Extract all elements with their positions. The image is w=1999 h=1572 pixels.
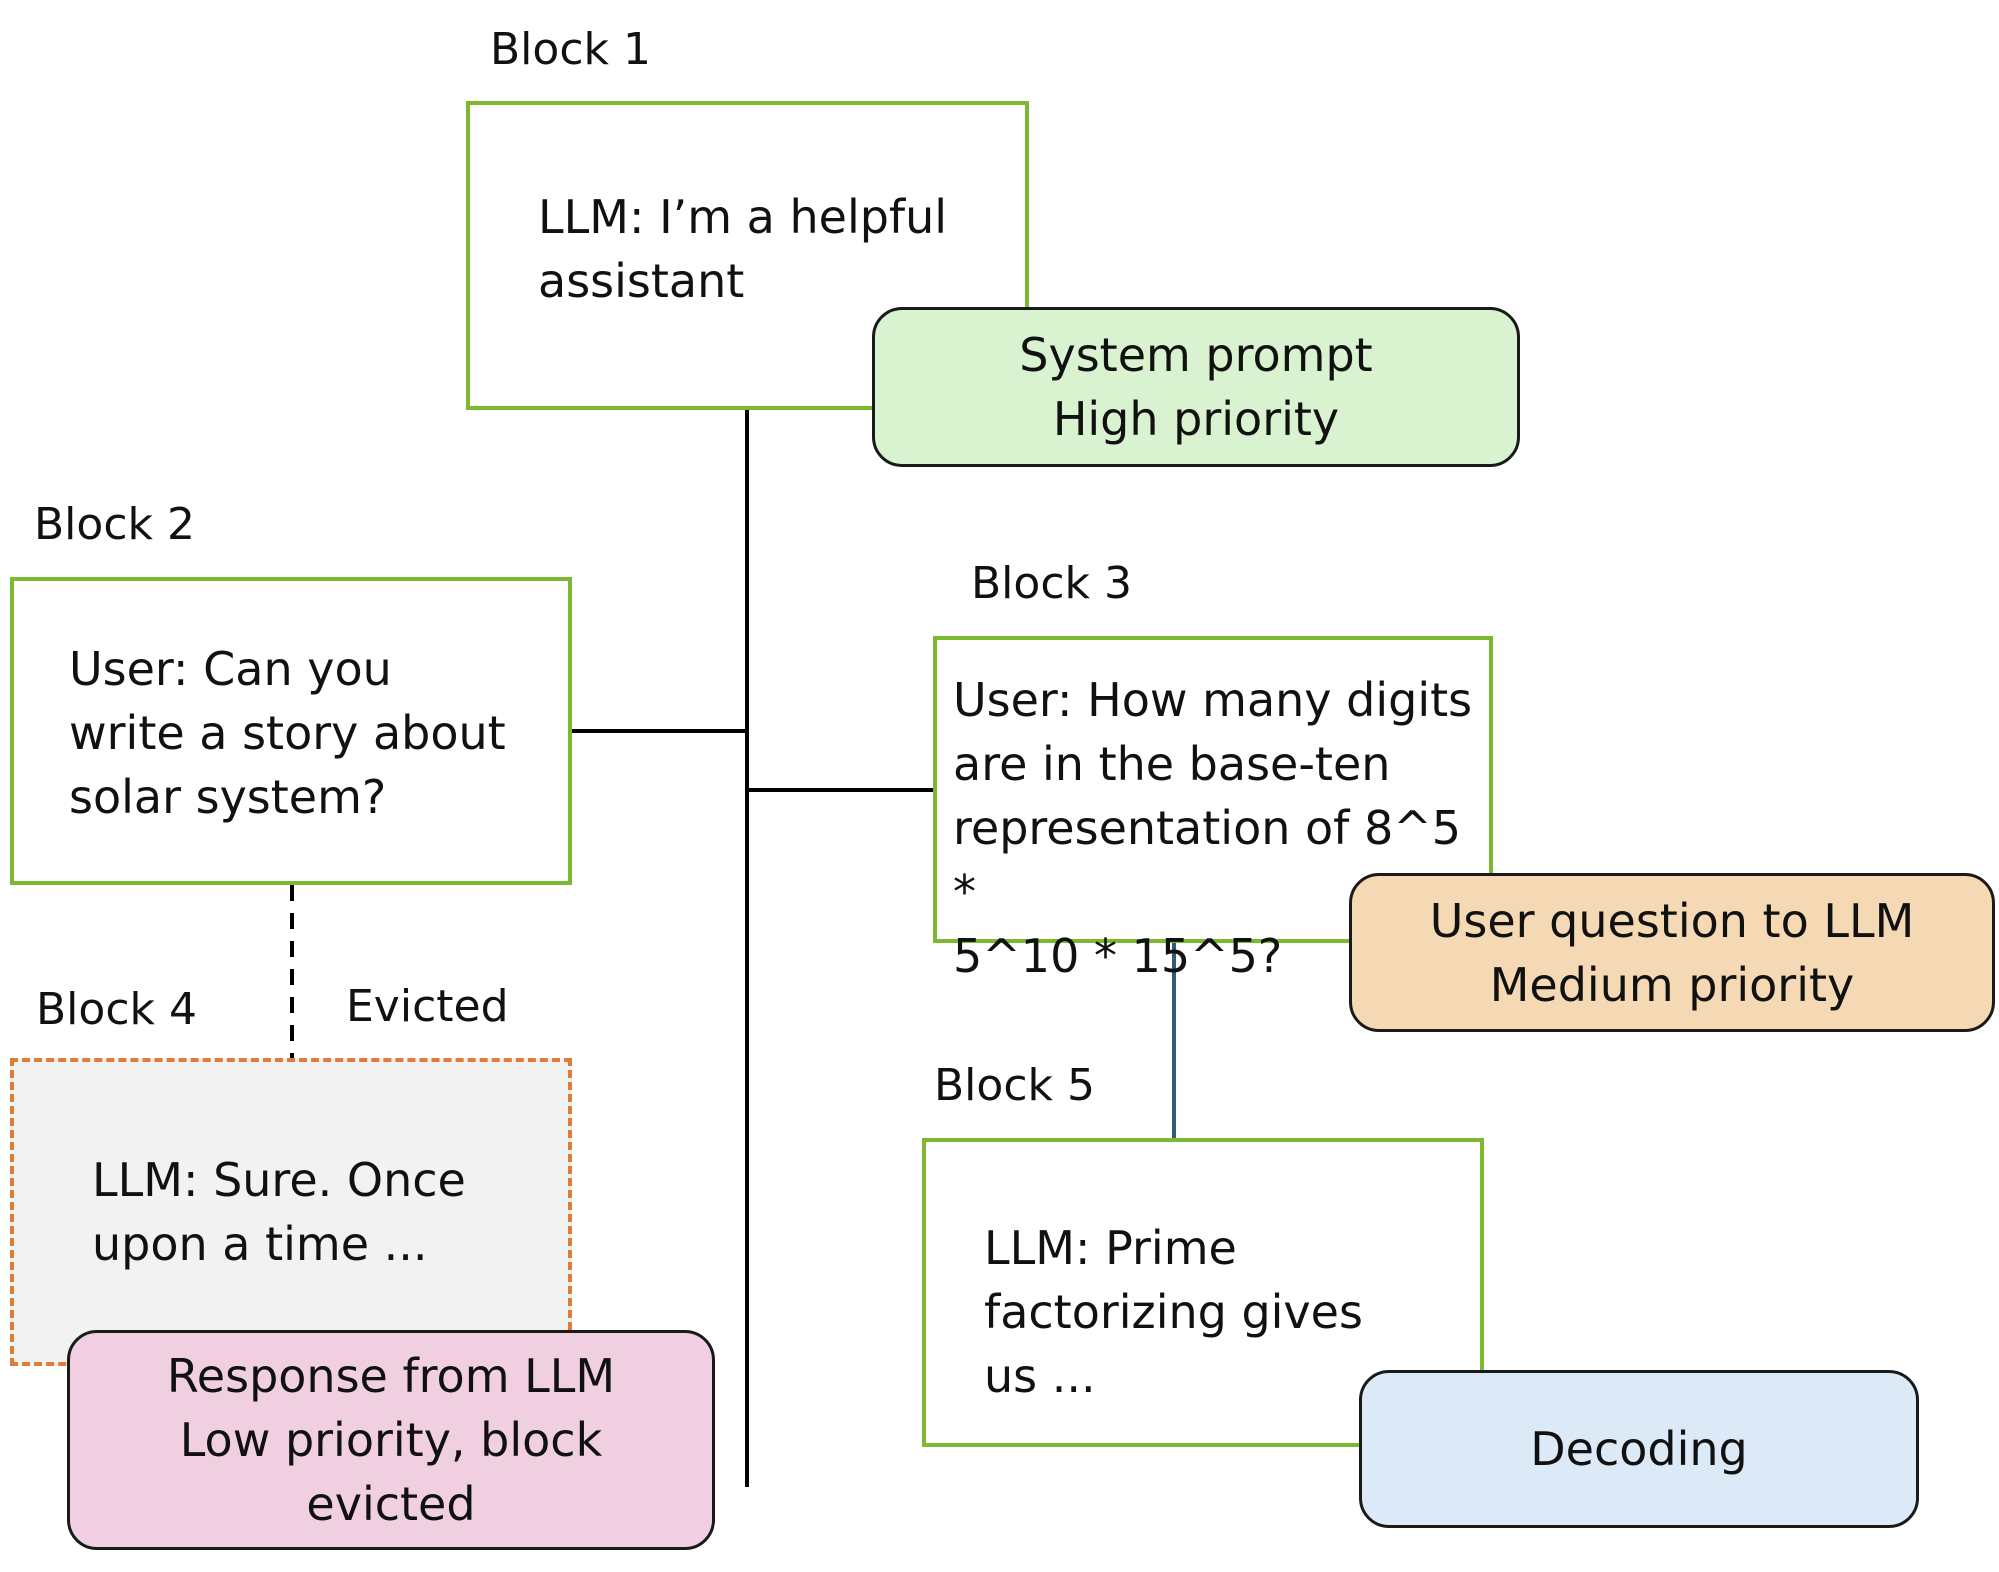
block-4-label: Block 4 (36, 984, 197, 1035)
block-4-text: LLM: Sure. Once upon a time ... (92, 1153, 466, 1271)
block-3-label: Block 3 (971, 558, 1132, 609)
block-2: User: Can you write a story about solar … (10, 577, 572, 885)
system-prompt-tag: System prompt High priority (872, 307, 1520, 467)
block-5-text: LLM: Prime factorizing gives us ... (984, 1221, 1363, 1403)
block-1-text: LLM: I’m a helpful assistant (538, 190, 948, 308)
user-question-tag-text: User question to LLM Medium priority (1429, 893, 1915, 1012)
decoding-tag: Decoding (1359, 1370, 1919, 1528)
decoding-tag-text: Decoding (1530, 1422, 1748, 1476)
response-tag-text: Response from LLM Low priority, block ev… (166, 1349, 616, 1531)
block-2-label: Block 2 (34, 499, 195, 550)
block-3-text: User: How many digits are in the base-te… (953, 673, 1473, 983)
block-5-label: Block 5 (934, 1060, 1095, 1111)
block-2-text: User: Can you write a story about solar … (69, 642, 506, 824)
user-question-tag: User question to LLM Medium priority (1349, 873, 1995, 1032)
evicted-label: Evicted (346, 981, 509, 1032)
block-1: LLM: I’m a helpful assistant (466, 101, 1029, 410)
block-1-label: Block 1 (490, 24, 651, 75)
system-prompt-tag-text: System prompt High priority (1019, 328, 1373, 446)
response-tag: Response from LLM Low priority, block ev… (67, 1330, 715, 1550)
block-4: LLM: Sure. Once upon a time ... (10, 1058, 572, 1366)
